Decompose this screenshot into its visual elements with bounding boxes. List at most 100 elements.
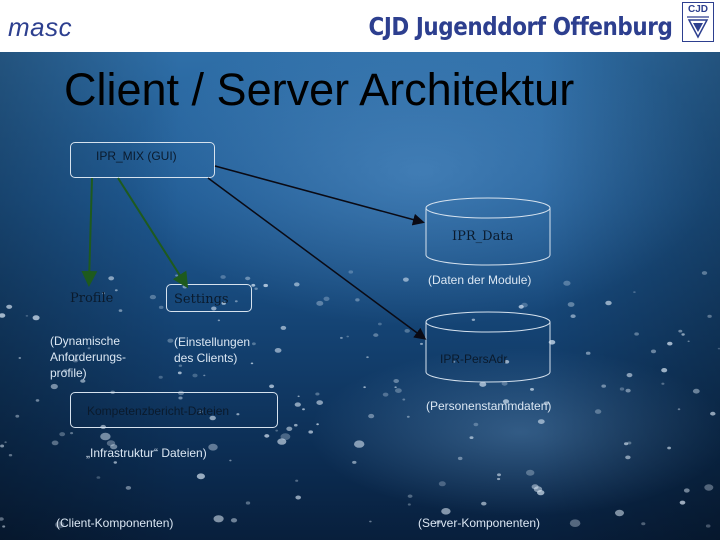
droplet (167, 338, 174, 343)
cjd-logo: CJD (682, 2, 714, 42)
droplet (683, 488, 690, 493)
droplet (667, 341, 673, 346)
droplet (178, 396, 183, 400)
droplet (294, 402, 301, 407)
droplet (366, 356, 369, 359)
droplet (497, 477, 501, 481)
droplet (497, 473, 501, 477)
droplet (393, 379, 400, 383)
droplet (274, 348, 282, 353)
droplet (113, 461, 118, 464)
droplet (51, 440, 59, 446)
droplet (308, 430, 314, 434)
droplet (368, 413, 375, 419)
gui-box (70, 142, 215, 178)
droplet (100, 432, 111, 441)
droplet (633, 291, 636, 293)
droplet (395, 388, 402, 393)
droplet (229, 459, 232, 462)
droplet-pattern (0, 270, 720, 529)
droplet (378, 322, 382, 326)
droplet (677, 408, 681, 411)
brand-cjd: CJD Jugenddorf Offenburg (368, 12, 672, 41)
droplet (269, 384, 275, 389)
droplet (316, 423, 319, 426)
droplet (54, 521, 65, 529)
droplet (594, 409, 602, 414)
droplet (569, 519, 581, 527)
droplet (2, 525, 6, 528)
droplet (125, 486, 132, 490)
droplet (502, 399, 510, 404)
droplet (234, 300, 238, 303)
droplet (108, 276, 115, 281)
droplet (0, 517, 4, 521)
slide-title: Client / Server Architektur (64, 64, 575, 115)
droplet (245, 276, 251, 281)
droplet (208, 443, 218, 451)
droplet (8, 454, 13, 457)
droplet (158, 305, 164, 309)
droplet (585, 351, 591, 355)
droplet (280, 325, 287, 330)
droplet (667, 446, 671, 450)
droplet (567, 302, 575, 307)
droplet (406, 415, 410, 418)
droplet (245, 501, 251, 505)
droplet (220, 275, 226, 279)
droplet (203, 374, 206, 377)
droplet (348, 270, 354, 274)
droplet (701, 271, 708, 275)
logo-emblem-icon (687, 16, 709, 39)
droplet (217, 319, 221, 322)
droplet (625, 388, 631, 393)
droplet (661, 368, 668, 373)
droplet (211, 306, 217, 311)
droplet (641, 522, 646, 526)
droplet (110, 444, 118, 450)
droplet (625, 455, 631, 460)
droplet (530, 388, 534, 391)
droplet (340, 336, 343, 339)
droplet (407, 494, 413, 498)
droplet (678, 329, 683, 333)
droplet (25, 315, 29, 317)
profile-caption: (Dynamische Anforderungs- profile) (50, 334, 127, 380)
droplet (275, 429, 279, 432)
droplet (158, 375, 163, 379)
droplet (407, 503, 411, 506)
droplet (277, 438, 287, 445)
droplet (441, 508, 451, 515)
droplet (198, 410, 203, 413)
droplet (533, 486, 543, 493)
droplet (619, 387, 625, 391)
droplet (471, 318, 476, 321)
droplet (382, 392, 389, 397)
droplet (177, 371, 182, 375)
droplet (0, 313, 6, 318)
droplet (681, 333, 685, 336)
logo-text: CJD (687, 4, 708, 15)
droplet (518, 304, 524, 309)
droplet (323, 296, 330, 301)
droplet (452, 360, 456, 363)
droplet (650, 349, 657, 354)
droplet (705, 524, 711, 528)
droplet (80, 379, 86, 383)
droplet (251, 283, 256, 287)
droplet (627, 441, 632, 445)
droplet (178, 364, 183, 367)
droplet (624, 442, 629, 446)
droplet (236, 413, 240, 416)
droplet (717, 347, 720, 350)
droplet (404, 329, 410, 333)
ipr-persadr-caption: (Personenstammdaten) (426, 399, 552, 413)
droplet (87, 347, 91, 350)
droplet (346, 335, 350, 338)
droplet (634, 332, 639, 336)
brand-masc: masc (8, 12, 73, 42)
droplet (294, 423, 298, 427)
droplet (473, 422, 479, 427)
gui-box-label: IPR_MIX (GUI) (96, 149, 177, 163)
droplet (661, 382, 665, 385)
